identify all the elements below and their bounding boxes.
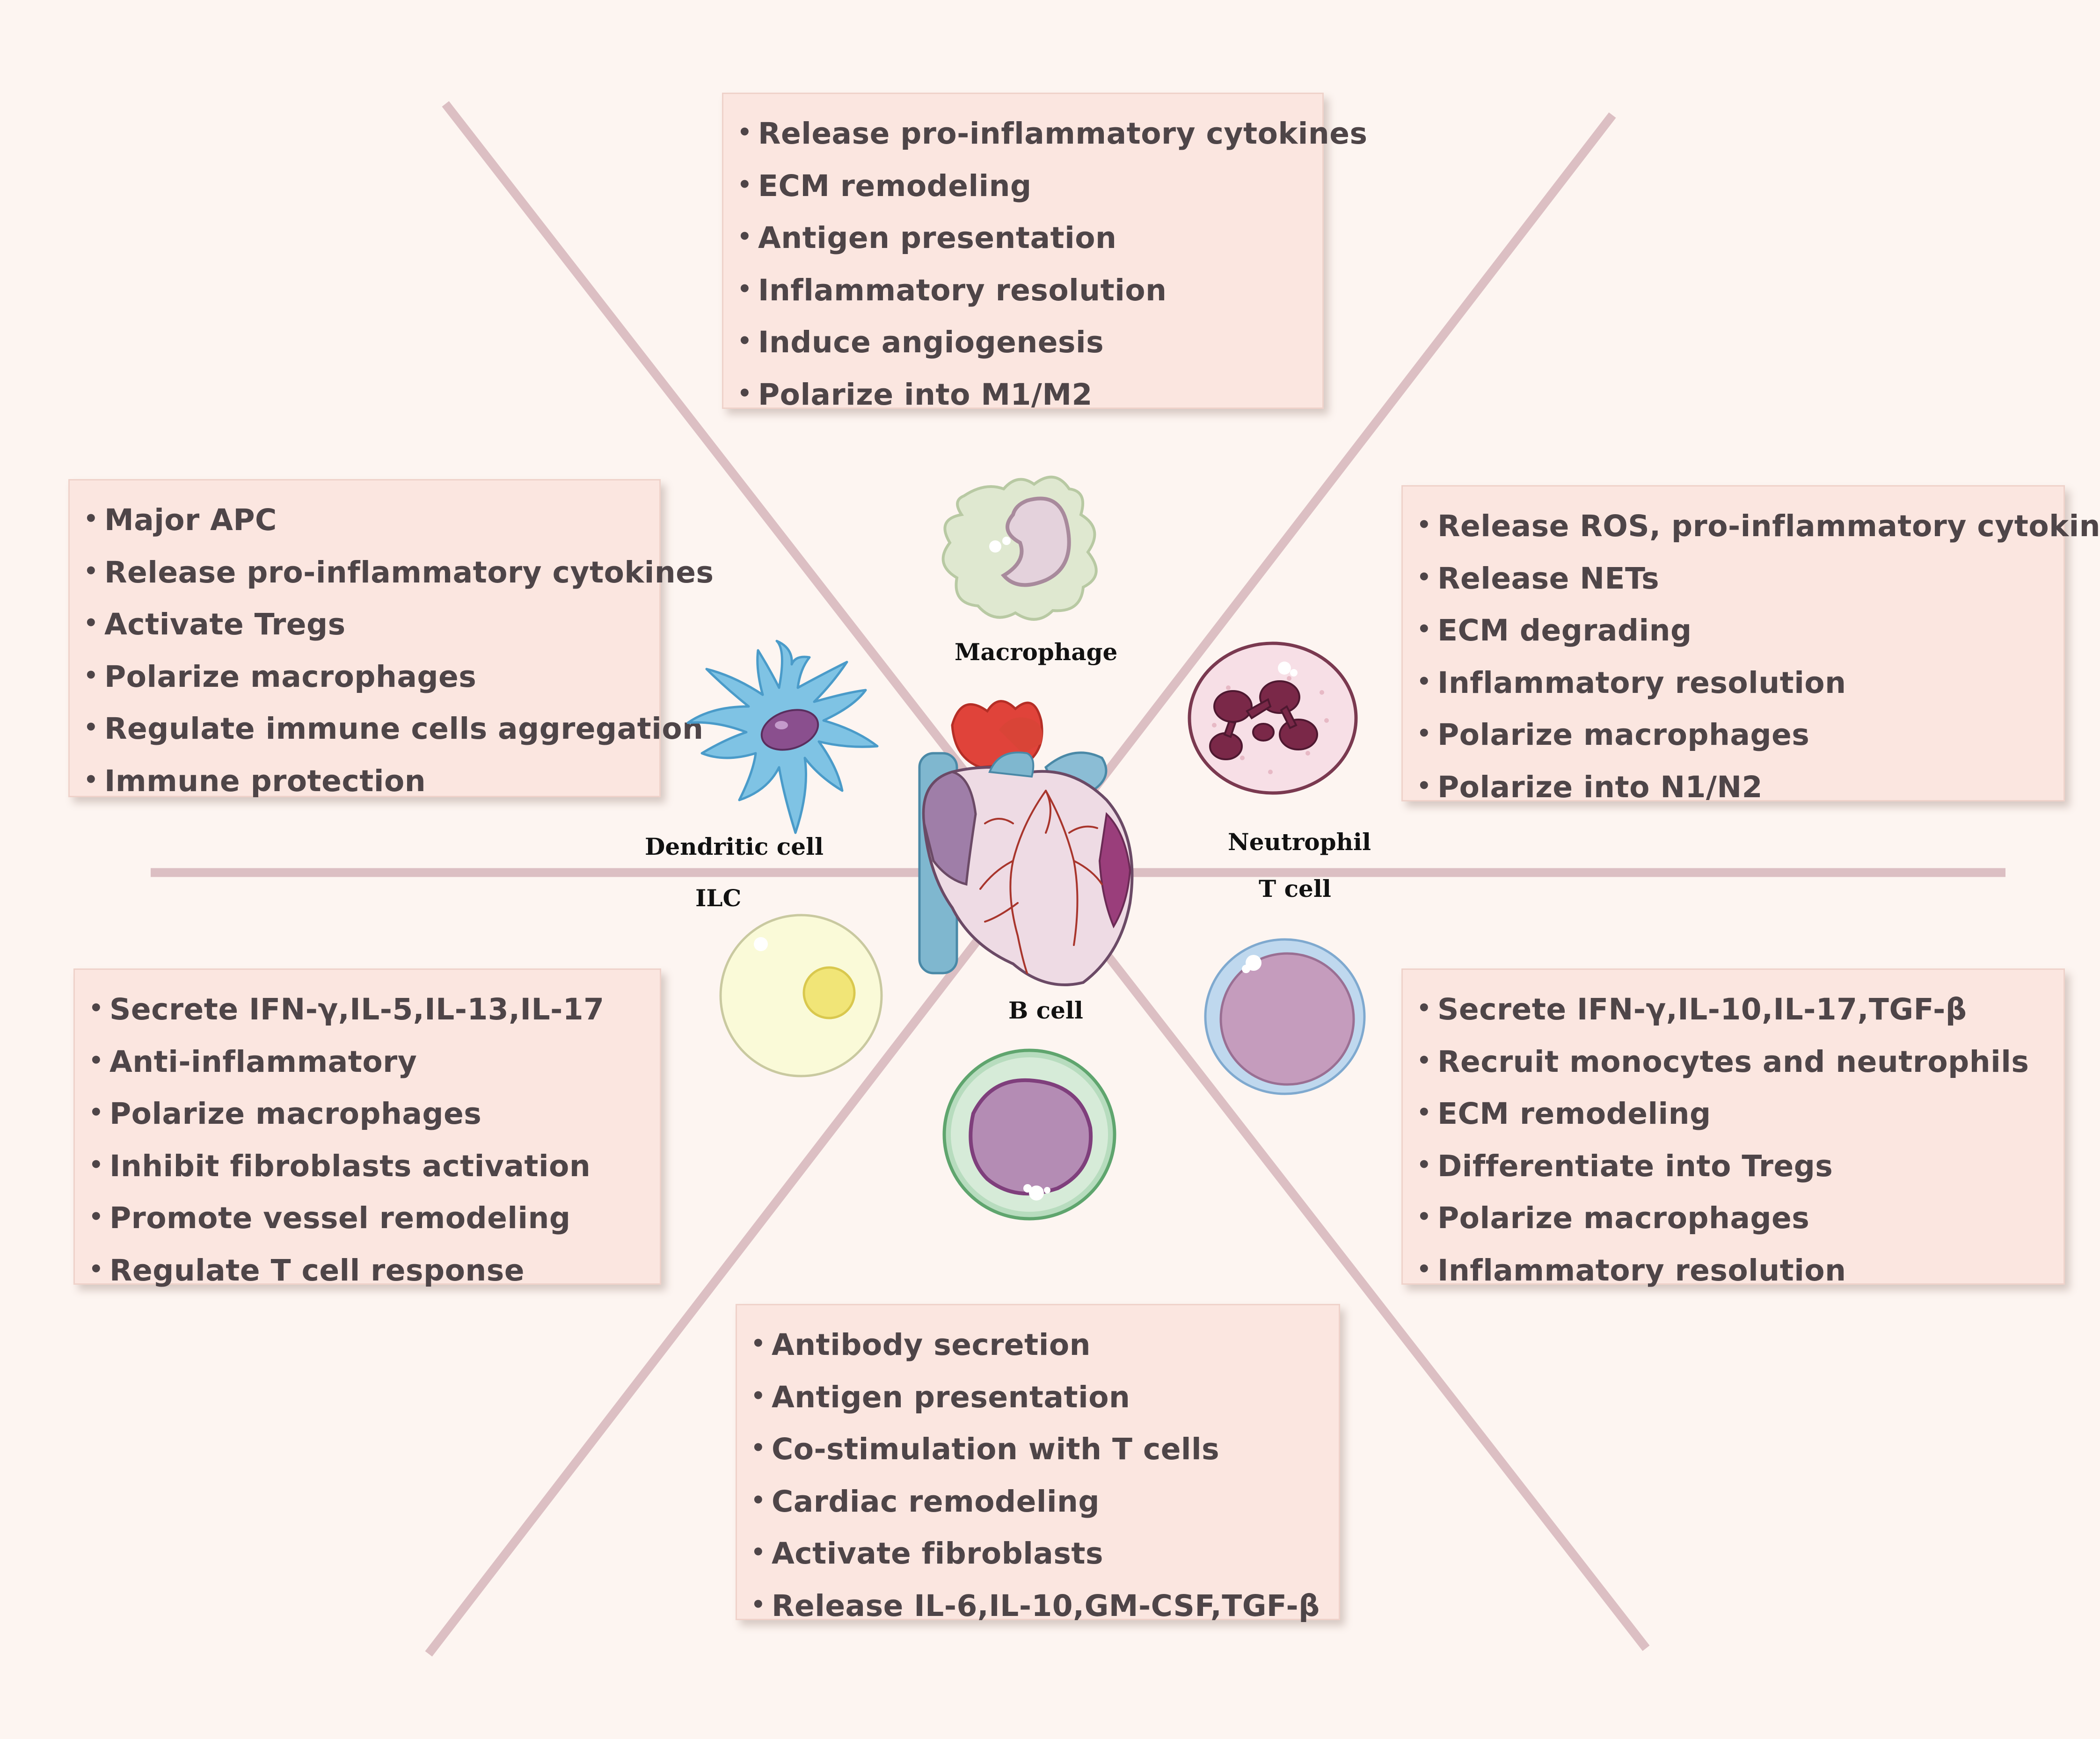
dendritic-cell-label: Dendritic cell bbox=[645, 833, 824, 860]
b-cell-functions-box: Antibody secretion Antigen presentation … bbox=[736, 1304, 1340, 1623]
list-item: Activate Tregs bbox=[84, 598, 650, 650]
b-cell-icon bbox=[942, 1048, 1116, 1221]
list-item: Polarize into N1/N2 bbox=[1417, 761, 2054, 813]
list-item: Induce angiogenesis bbox=[737, 316, 1313, 368]
macrophage-functions-box: Release pro-inflammatory cytokines ECM r… bbox=[722, 93, 1367, 412]
list-item: Regulate immune cells aggregation bbox=[84, 702, 703, 755]
list-item: Cardiac remodeling bbox=[751, 1475, 1329, 1528]
list-item: Inflammatory resolution bbox=[1417, 656, 2054, 709]
list-item: Anti-inflammatory bbox=[89, 1035, 650, 1088]
list-item: Polarize macrophages bbox=[1417, 708, 2054, 761]
ilc-icon bbox=[719, 914, 883, 1077]
neutrophil-icon bbox=[1188, 641, 1358, 795]
list-item: Release NETs bbox=[1417, 552, 2054, 604]
list-item: Regulate T cell response bbox=[89, 1244, 650, 1296]
list-item: Recruit monocytes and neutrophils bbox=[1417, 1035, 2054, 1088]
t-cell-functions-box: Secrete IFN-γ,IL-10,IL-17,TGF-β Recruit … bbox=[1401, 968, 2065, 1288]
list-item: Activate fibroblasts bbox=[751, 1527, 1329, 1579]
list-item: Antigen presentation bbox=[751, 1371, 1329, 1423]
list-item: Immune protection bbox=[84, 755, 650, 807]
list-item: Polarize macrophages bbox=[84, 650, 650, 703]
list-item: Inflammatory resolution bbox=[737, 264, 1313, 316]
list-item: Antibody secretion bbox=[751, 1318, 1329, 1371]
macrophage-icon bbox=[941, 475, 1098, 621]
list-item: Polarize into M1/M2 bbox=[737, 368, 1313, 421]
list-item: Secrete IFN-γ,IL-10,IL-17,TGF-β bbox=[1417, 983, 2054, 1035]
ilc-label: ILC bbox=[695, 884, 742, 912]
list-item: ECM degrading bbox=[1417, 604, 2054, 656]
list-item: Antigen presentation bbox=[737, 211, 1313, 264]
b-cell-label: B cell bbox=[1008, 997, 1083, 1024]
list-item: Release IL-6,IL-10,GM-CSF,TGF-β bbox=[751, 1579, 1329, 1632]
list-item: Release pro-inflammatory cytokines bbox=[737, 107, 1367, 160]
dendritic-cell-icon bbox=[686, 640, 879, 834]
heart-icon bbox=[918, 700, 1134, 986]
list-item: Polarize macrophages bbox=[89, 1087, 650, 1140]
list-item: Secrete IFN-γ,IL-5,IL-13,IL-17 bbox=[89, 983, 650, 1035]
list-item: Major APC bbox=[84, 494, 650, 546]
list-item: Polarize macrophages bbox=[1417, 1192, 2054, 1244]
neutrophil-functions-box: Release ROS, pro-inflammatory cytokines … bbox=[1401, 485, 2100, 804]
dendritic-cell-functions-box: Major APC Release pro-inflammatory cytok… bbox=[68, 479, 714, 798]
list-item: ECM remodeling bbox=[1417, 1087, 2054, 1140]
list-item: Co-stimulation with T cells bbox=[751, 1423, 1329, 1475]
list-item: Inflammatory resolution bbox=[1417, 1244, 2054, 1296]
list-item: Differentiate into Tregs bbox=[1417, 1140, 2054, 1192]
macrophage-label: Macrophage bbox=[955, 638, 1118, 666]
t-cell-icon bbox=[1204, 938, 1366, 1095]
ilc-functions-box: Secrete IFN-γ,IL-5,IL-13,IL-17 Anti-infl… bbox=[73, 968, 661, 1288]
neutrophil-label: Neutrophil bbox=[1228, 828, 1371, 856]
list-item: Release pro-inflammatory cytokines bbox=[84, 546, 714, 598]
list-item: ECM remodeling bbox=[737, 160, 1313, 212]
t-cell-label: T cell bbox=[1259, 875, 1331, 902]
list-item: Inhibit fibroblasts activation bbox=[89, 1140, 650, 1192]
list-item: Release ROS, pro-inflammatory cytokines bbox=[1417, 500, 2100, 552]
list-item: Promote vessel remodeling bbox=[89, 1192, 650, 1244]
